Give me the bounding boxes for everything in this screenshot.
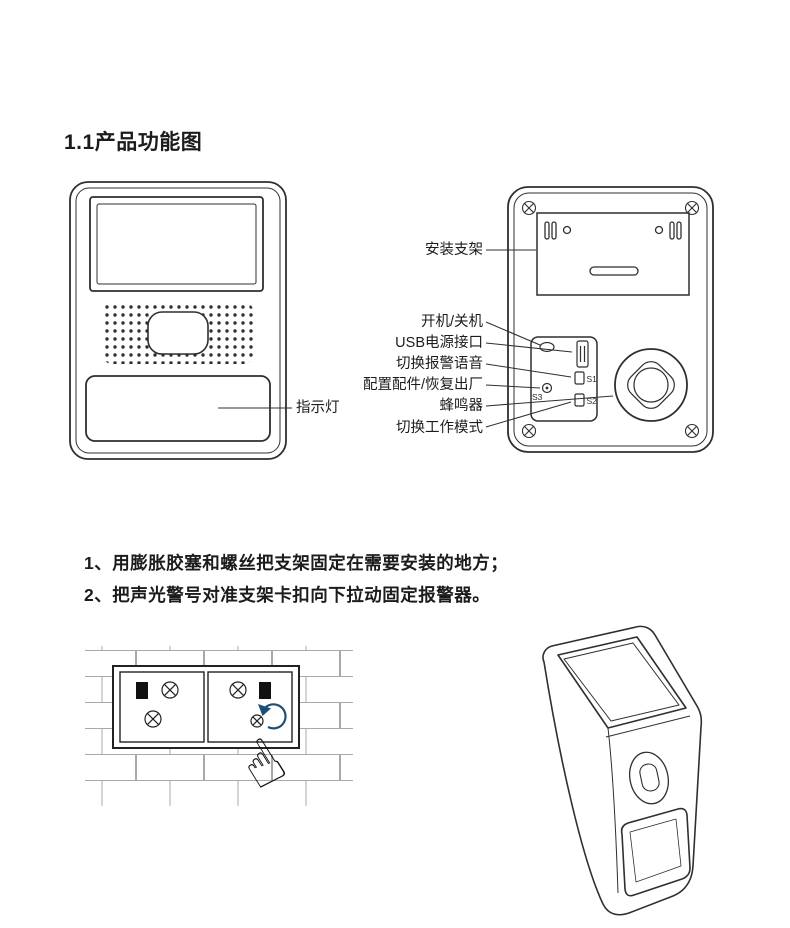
- s2-label: S2: [587, 396, 598, 406]
- usb-port: [576, 340, 589, 368]
- s2-button: [574, 393, 585, 407]
- label-power-switch: 开机/关机: [420, 314, 483, 330]
- bracket-plate: [112, 665, 300, 749]
- rotation-arrow: [258, 703, 287, 730]
- speaker-grille: [103, 302, 253, 364]
- back-device-outline: [507, 186, 714, 453]
- wall-mount-drawing: ☝: [85, 646, 353, 806]
- label-alarm-voice: 切换报警语音: [396, 356, 483, 372]
- bracket-slot: [259, 682, 271, 699]
- instruction-step-1: 1、用膨胀胶塞和螺丝把支架固定在需要安装的地方；: [84, 553, 509, 573]
- label-indicator-light: 指示灯: [296, 400, 340, 416]
- perspective-view-drawing: [542, 625, 703, 916]
- instruction-step-2: 2、把声光警号对准支架卡扣向下拉动固定报警器。: [84, 585, 491, 605]
- mounting-bracket-recess: [536, 212, 690, 296]
- s3-label: S3: [532, 392, 543, 402]
- label-mounting-bracket: 安装支架: [425, 242, 483, 258]
- label-config-reset: 配置配件/恢复出厂: [362, 377, 483, 393]
- front-device-outline: [69, 181, 287, 460]
- perspective-body-outline: [542, 625, 703, 916]
- bracket-slot: [136, 682, 148, 699]
- s1-label: S1: [587, 374, 598, 384]
- front-screen: [89, 196, 264, 292]
- label-usb-port: USB电源接口: [395, 335, 483, 351]
- perspective-indicator-panel: [620, 807, 691, 897]
- control-panel: [530, 336, 598, 422]
- front-view-drawing: [69, 181, 292, 460]
- back-view-drawing: S1 S2 S3: [485, 186, 714, 453]
- perspective-screen: [557, 636, 687, 729]
- corner-screws: [521, 200, 700, 439]
- buzzer: [614, 348, 688, 422]
- s1-button: [574, 371, 585, 385]
- label-buzzer: 蜂鸣器: [439, 398, 484, 414]
- back-callout-lines: [485, 249, 614, 428]
- perspective-grille: [628, 751, 670, 805]
- s3-button: [541, 382, 553, 394]
- power-switch: [539, 341, 555, 353]
- expansion-screw: [144, 681, 264, 728]
- label-work-mode: 切换工作模式: [396, 420, 483, 436]
- page-title: 1.1产品功能图: [64, 131, 203, 154]
